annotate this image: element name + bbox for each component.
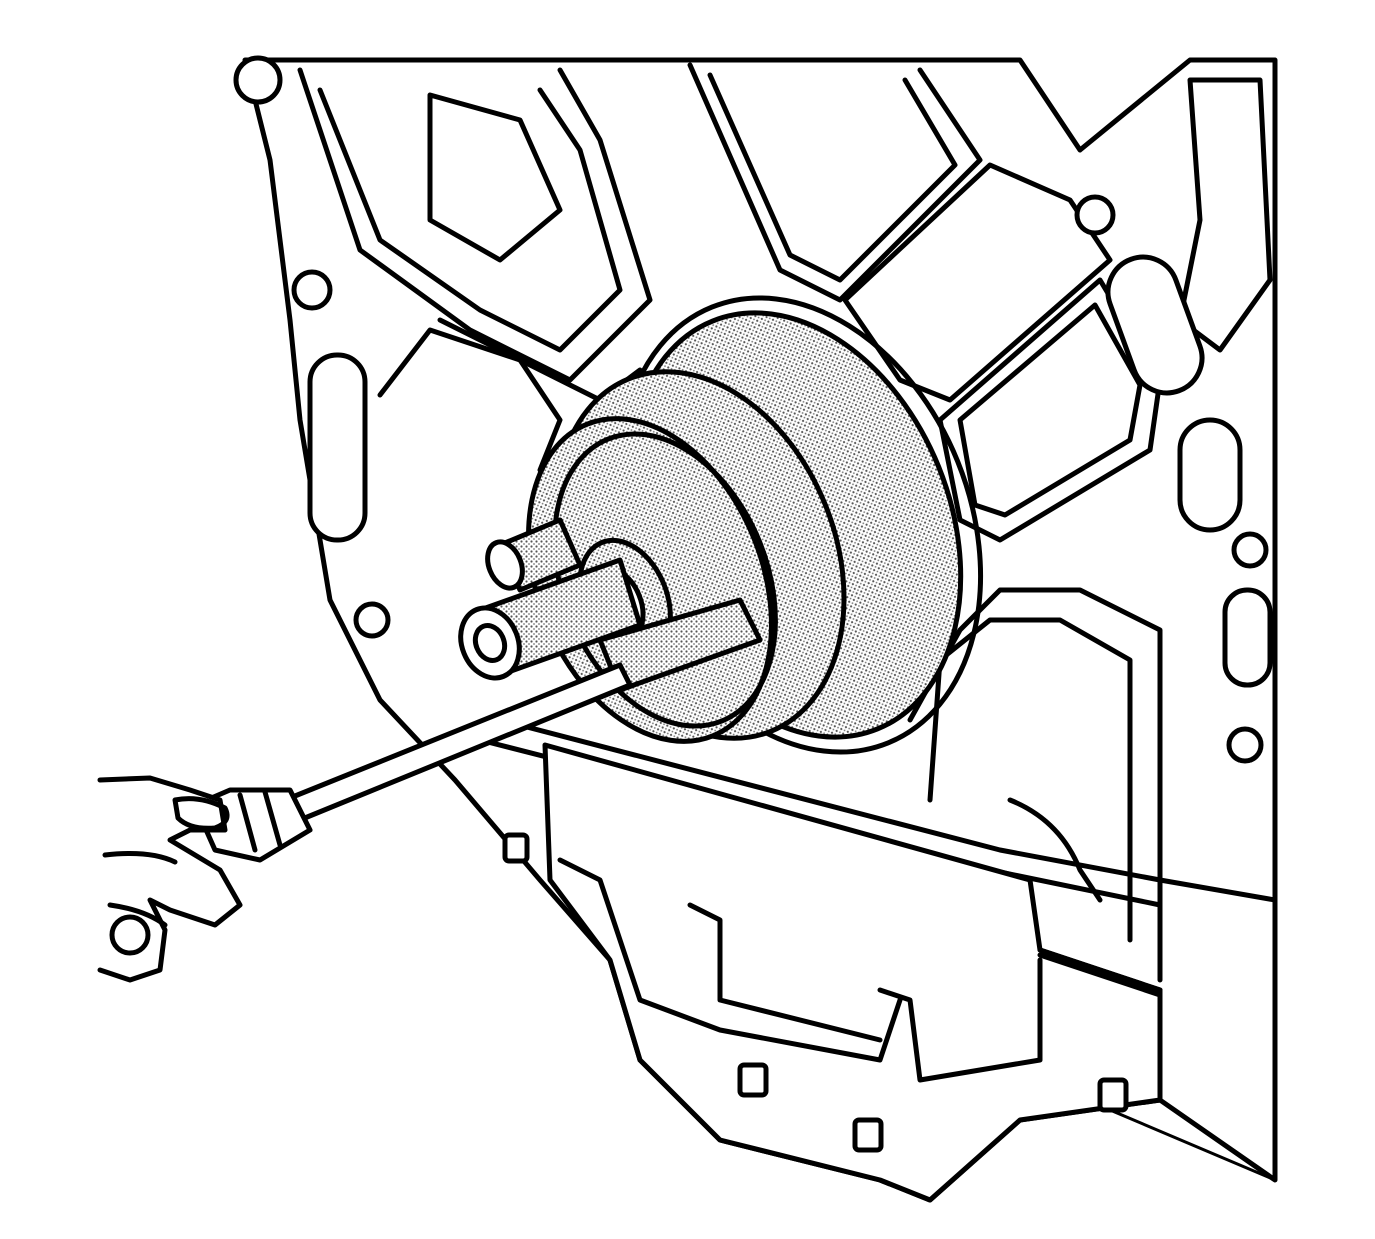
block-pocket-2 — [687, 62, 983, 303]
hand-finger-2 — [107, 902, 168, 928]
block-pocket-2-inner — [707, 72, 958, 283]
block-pocket-1 — [427, 92, 563, 263]
block-pocket-4-inner — [957, 302, 1143, 518]
slot-left — [307, 352, 368, 543]
bolt-hole-3 — [1074, 194, 1116, 236]
oil-pan-rib-2 — [687, 902, 883, 1043]
hand — [97, 775, 243, 983]
slot-right-3 — [1222, 587, 1273, 688]
oil-pan-rib-3 — [877, 957, 1043, 1083]
oil-pan — [502, 742, 1277, 1203]
hand-finger-1 — [102, 851, 178, 865]
seal-installer-tool — [458, 295, 984, 755]
hand-knuckle — [109, 914, 151, 956]
bolt-hole-2 — [353, 601, 391, 639]
pan-gasket-line — [1037, 952, 1163, 998]
guide-pin-upper-end — [485, 539, 525, 591]
bolt-hole-1 — [291, 269, 333, 311]
block-web-lower-inner — [927, 617, 1133, 943]
screwdriver-handle-groove — [237, 789, 283, 853]
pan-bolt-1 — [737, 1062, 769, 1098]
slot-right-1 — [1105, 254, 1205, 396]
pan-bolt-2 — [852, 1117, 884, 1153]
pan-bolt-3 — [1097, 1077, 1129, 1113]
floor-line — [1108, 1108, 1277, 1182]
hand-thumb — [172, 796, 230, 831]
block-pocket-right — [1177, 77, 1273, 353]
oil-pan-rib-1 — [557, 857, 903, 1063]
block-rib-left-inner — [317, 87, 623, 353]
oil-pan-edge — [1037, 947, 1163, 993]
forcing-screw-bore — [472, 623, 508, 663]
bolt-hole-5 — [1226, 726, 1264, 764]
bolt-hole-4 — [1231, 531, 1269, 569]
pan-bolt-4 — [502, 832, 530, 864]
forcing-screw-end — [458, 605, 522, 681]
bolt-hole-8 — [233, 55, 283, 105]
block-pocket-3 — [842, 162, 1113, 403]
slot-right-2 — [1177, 417, 1243, 533]
block-lower-rail — [497, 717, 1278, 903]
block-rib-left — [297, 67, 653, 383]
block-pocket-4 — [937, 277, 1163, 543]
